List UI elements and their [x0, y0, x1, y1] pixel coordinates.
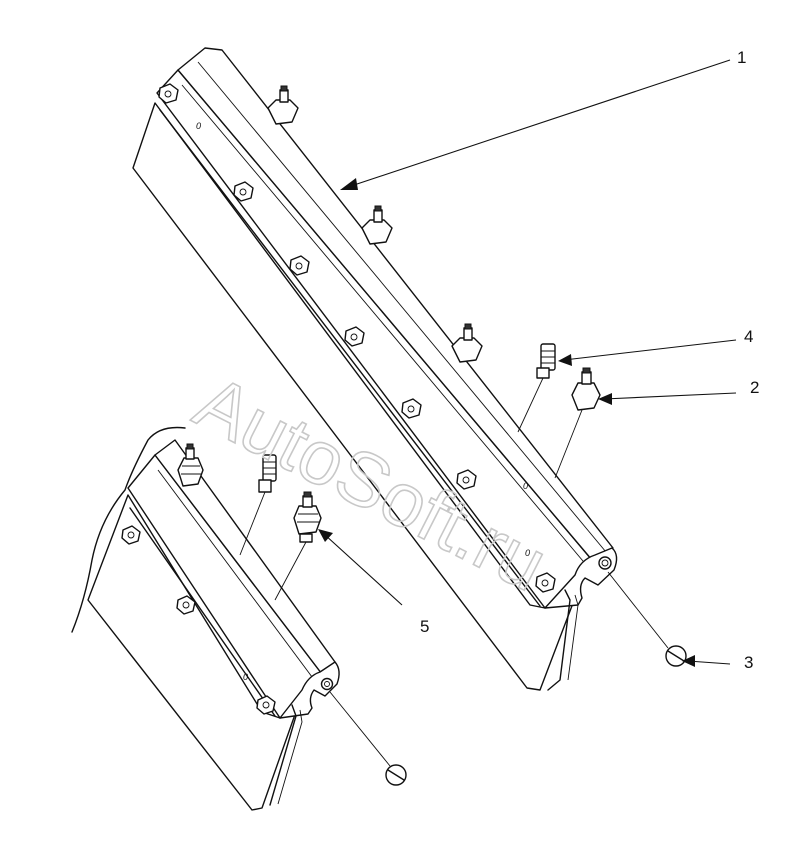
rail-nozzle: [451, 323, 483, 363]
nozzle-5-lower: [274, 491, 322, 601]
break-line: [71, 426, 186, 633]
rail-nut: [456, 469, 477, 490]
callout-leaders: [318, 59, 737, 667]
rail-nozzle: [267, 85, 299, 125]
rail-nut: [401, 398, 422, 419]
svg-text:0: 0: [525, 548, 530, 558]
callout-label-2: 2: [750, 378, 759, 397]
upper-assembly: 0 0 0: [132, 47, 618, 691]
lower-rail-nozzle: [177, 443, 204, 487]
callout-label-4: 4: [744, 327, 753, 346]
svg-text:0: 0: [243, 672, 248, 682]
fitting-4-upper: [517, 343, 556, 433]
callout-label-5: 5: [420, 617, 429, 636]
rail-nut: [535, 572, 556, 593]
svg-text:0: 0: [523, 481, 528, 491]
rail-nut: [256, 695, 276, 715]
rail-nut: [121, 525, 141, 545]
cap-3-lower: [329, 691, 407, 786]
lower-assembly: 0: [71, 426, 340, 811]
cap-3-upper: [607, 571, 687, 667]
nozzle-2-upper: [554, 367, 601, 479]
rail-nut: [158, 83, 179, 104]
rail-nut: [289, 255, 310, 276]
rail-nut: [176, 595, 196, 615]
rail-nozzle: [361, 205, 393, 245]
fitting-4-lower: [239, 454, 277, 556]
callout-label-1: 1: [737, 48, 746, 67]
rail-nut: [344, 326, 365, 347]
callout-label-3: 3: [744, 653, 753, 672]
svg-text:0: 0: [196, 121, 201, 131]
lower-rail-end-profile: [279, 661, 340, 719]
rail-nut: [233, 181, 254, 202]
